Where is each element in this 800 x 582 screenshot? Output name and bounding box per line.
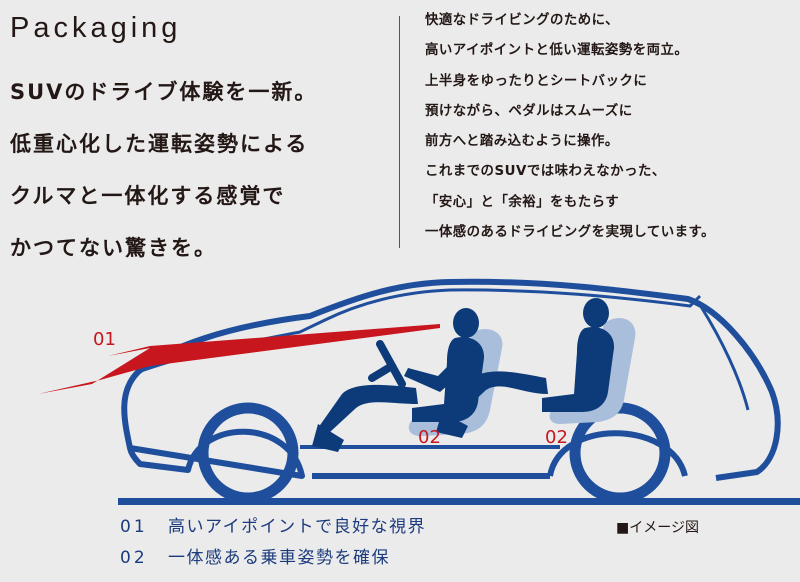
headline-line: クルマと一体化する感覚で: [10, 184, 286, 208]
body-line: 前方へと踏み込むように操作。: [425, 134, 619, 150]
callout-02-front: 02: [418, 427, 441, 448]
body-line: 一体感のあるドライビングを実現しています。: [425, 225, 715, 241]
body-line: 高いアイポイントと低い運転姿勢を両立。: [425, 43, 689, 59]
ground-line: [118, 498, 800, 505]
car-body-outline: [121, 278, 781, 481]
rear-pillar: [698, 304, 750, 411]
headline: SUVのドライブ体験を一新。 低重心化した運転姿勢による クルマと一体化する感覚…: [10, 66, 380, 274]
callout-01: 01: [93, 329, 116, 350]
passenger-figure: [436, 298, 615, 438]
body-line: 快適なドライビングのために、: [425, 13, 620, 28]
legend-number: 02: [120, 548, 148, 568]
eye-point-wedge: [38, 324, 440, 394]
section-title: Packaging: [10, 12, 182, 44]
vertical-divider: [399, 16, 400, 248]
steering-wheel: [368, 340, 406, 388]
headline-line: 低重心化した運転姿勢による: [10, 132, 309, 156]
legend-item: 01 高いアイポイントで良好な視界: [120, 512, 426, 543]
body-line: 「安心」と「余裕」をもたらす: [425, 194, 620, 210]
headline-line: かつてない驚きを。: [10, 236, 217, 260]
body-copy: 快適なドライビングのために、 高いアイポイントと低い運転姿勢を両立。 上半身をゆ…: [425, 6, 800, 248]
body-line: 預けながら、ペダルはスムーズに: [425, 103, 633, 119]
legend: 01 高いアイポイントで良好な視界 02 一体感ある乗車姿勢を確保: [120, 512, 426, 574]
image-note: ■イメージ図: [616, 520, 699, 536]
legend-item: 02 一体感ある乗車姿勢を確保: [120, 543, 426, 574]
headline-line: SUVのドライブ体験を一新。: [10, 80, 318, 104]
legend-text: 一体感ある乗車姿勢を確保: [168, 548, 390, 568]
legend-number: 01: [120, 517, 148, 537]
body-line: これまでのSUVでは味わえなかった、: [425, 164, 666, 180]
body-line: 上半身をゆったりとシートバックに: [425, 73, 648, 89]
car-packaging-diagram: 01 02 02: [38, 278, 800, 505]
front-wheel: [197, 402, 299, 504]
legend-text: 高いアイポイントで良好な視界: [168, 517, 427, 537]
callout-02-rear: 02: [545, 427, 568, 448]
